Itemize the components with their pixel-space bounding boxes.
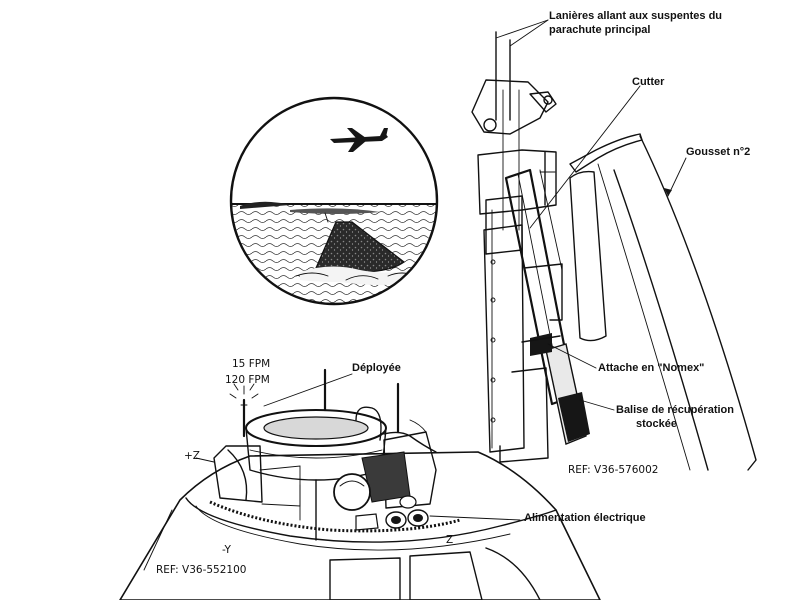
label-lanyards-line2: parachute principal (549, 24, 651, 36)
leader-lines-left (143, 373, 521, 571)
label-gusset: Gousset n°2 (686, 146, 751, 158)
label-120-fpm: 120 FPM (225, 374, 270, 386)
label-minus-z: Z (446, 534, 454, 546)
label-beacon-line1: Balise de récupération (616, 404, 734, 416)
label-lanyards-line1: Lanières allant aux suspentes du (549, 10, 723, 22)
bolt-holes (490, 259, 496, 423)
label-ref-left: REF: V36-552100 (156, 564, 247, 576)
label-beacon-line2: stockée (636, 418, 677, 430)
label-cutter: Cutter (632, 76, 665, 88)
leader-lines-right (495, 19, 687, 411)
power-connectors (385, 495, 429, 529)
recovery-scene-inset (229, 96, 439, 306)
label-ref-right: REF: V36-576002 (568, 464, 659, 476)
label-minus-y: -Y (222, 544, 231, 556)
label-15-fpm: 15 FPM (232, 358, 271, 370)
aircraft-icon (330, 128, 388, 152)
label-power: Alimentation électrique (524, 512, 646, 524)
label-deployed: Déployée (352, 362, 401, 374)
antennas (240, 368, 400, 541)
label-plus-z: +Z (184, 450, 200, 462)
capsule-top-deck (118, 368, 602, 601)
label-nomex: Attache en "Nomex" (598, 362, 705, 374)
flashing-light-icon (229, 383, 259, 399)
beacon-mechanism (471, 31, 757, 471)
